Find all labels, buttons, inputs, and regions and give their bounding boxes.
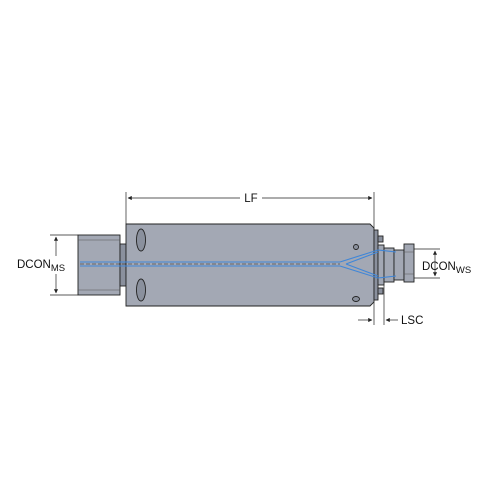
shank-collar [119, 243, 127, 287]
dcon-ms-sub: MS [51, 263, 65, 274]
dimension-dcon-ms [50, 234, 78, 296]
dcon-ms-label: DCONMS [17, 259, 65, 274]
lf-label: LF [244, 193, 257, 205]
tool-body [77, 223, 415, 307]
dimension-lsc [358, 285, 398, 325]
upper-slot [136, 228, 146, 252]
dimension-dcon-ws [414, 248, 440, 279]
dimension-lf [125, 192, 375, 228]
front-plate [373, 229, 379, 301]
lower-slot [136, 278, 146, 302]
screw-hole-top [353, 244, 359, 250]
machine-side-shank [77, 234, 121, 296]
dcon-ms-main: DCON [17, 259, 51, 271]
working-side-coupling [393, 249, 405, 281]
dcon-ws-sub: WS [456, 265, 471, 276]
coolant-channel [80, 249, 397, 279]
dcon-ws-label: DCONWS [422, 261, 471, 276]
screw-hole-bottom [352, 296, 360, 302]
main-body [125, 223, 375, 307]
dcon-ws-main: DCON [422, 261, 456, 273]
lsc-label: LSC [401, 315, 423, 327]
